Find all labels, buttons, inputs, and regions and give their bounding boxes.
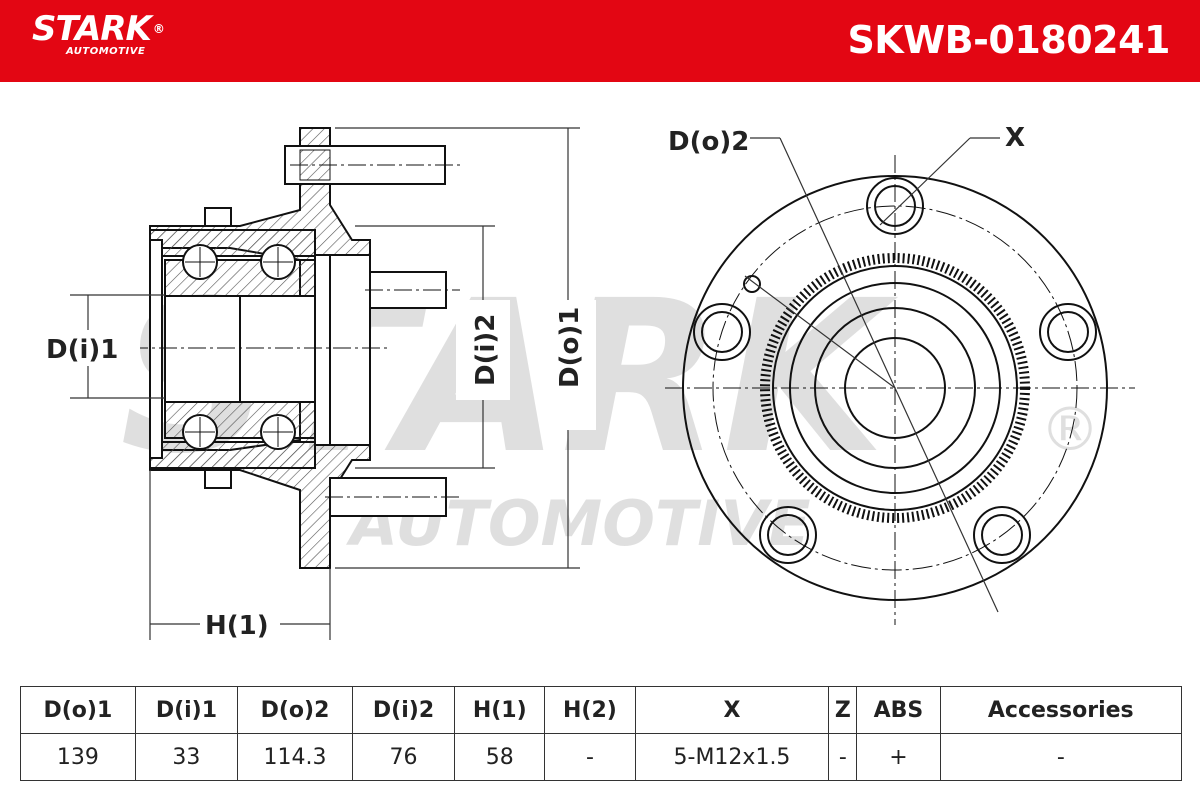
value-do1: 139 (20, 733, 136, 781)
value-do2: 114.3 (237, 733, 353, 781)
spec-table: D(o)1 D(i)1 D(o)2 D(i)2 H(1) H(2) X Z AB… (20, 686, 1183, 781)
logo-text: STARK (32, 9, 152, 49)
technical-drawing: STARK AUTOMOTIVE ® (30, 123, 1135, 642)
front-leader-lines (744, 137, 1000, 613)
label-di1: D(i)1 (46, 335, 118, 365)
label-x: X (1005, 123, 1025, 153)
registered-mark: ® (152, 22, 165, 36)
stark-logo: STARK® AUTOMOTIVE (32, 9, 165, 57)
small-pin-hole (743, 275, 761, 293)
header-h2: H(2) (544, 686, 636, 734)
value-di2: 76 (351, 733, 456, 781)
header-z: Z (828, 686, 858, 734)
value-di1: 33 (134, 733, 239, 781)
value-abs: + (856, 733, 941, 781)
header-x: X (634, 686, 830, 734)
sensor-nub-top (204, 207, 232, 227)
header-bar: STARK® AUTOMOTIVE SKWB-0180241 (0, 0, 1200, 82)
hub-rear-face (314, 254, 371, 446)
hub-cross-section (130, 127, 460, 569)
sensor-nub-bottom (204, 469, 232, 489)
value-h2: - (544, 733, 636, 781)
part-number: SKWB-0180241 (847, 18, 1170, 62)
header-do1: D(o)1 (20, 686, 136, 734)
header-abs: ABS (856, 686, 941, 734)
watermark-reg: ® (1040, 395, 1100, 465)
label-di2: D(i)2 (471, 314, 501, 386)
value-h1: 58 (454, 733, 546, 781)
header-do2: D(o)2 (237, 686, 353, 734)
hub-front-view (665, 155, 1135, 625)
seal-left (149, 239, 163, 459)
logo-subtext: AUTOMOTIVE (66, 46, 146, 57)
header-di2: D(i)2 (351, 686, 456, 734)
label-do1: D(o)1 (555, 307, 585, 388)
value-x: 5-M12x1.5 (634, 733, 830, 781)
header-di1: D(i)1 (134, 686, 239, 734)
spec-table-header: D(o)1 D(i)1 D(o)2 D(i)2 H(1) H(2) X Z AB… (20, 686, 1183, 734)
value-accessories: - (939, 733, 1183, 781)
header-h1: H(1) (454, 686, 546, 734)
outer-race-lower (149, 441, 316, 469)
value-z: - (828, 733, 858, 781)
spec-table-values: 139 33 114.3 76 58 - 5-M12x1.5 - + - (20, 733, 1183, 781)
label-h1: H(1) (205, 611, 269, 641)
header-accessories: Accessories (939, 686, 1183, 734)
label-do2: D(o)2 (668, 127, 749, 157)
